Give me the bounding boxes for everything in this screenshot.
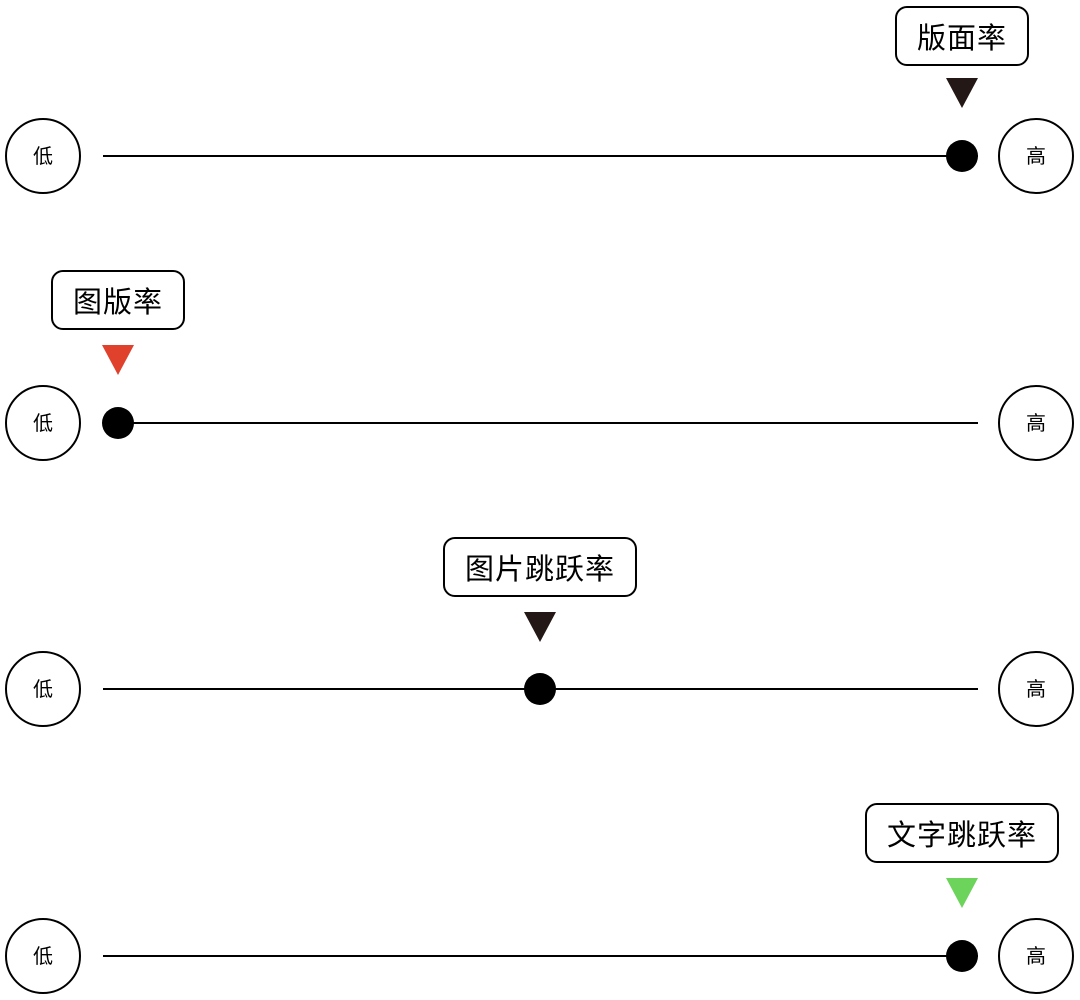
low-end-circle: 低 xyxy=(5,385,81,461)
label-tag: 文字跳跃率 xyxy=(864,803,1060,863)
low-end-circle: 低 xyxy=(5,118,81,194)
scale-track xyxy=(103,155,978,157)
low-label: 低 xyxy=(33,677,53,701)
label-tag: 图版率 xyxy=(50,270,186,330)
high-end-circle: 高 xyxy=(998,651,1074,727)
label-tag: 版面率 xyxy=(894,6,1030,66)
scale-track xyxy=(103,955,978,957)
level-marker-dot xyxy=(946,140,978,172)
low-label: 低 xyxy=(33,411,53,435)
high-label: 高 xyxy=(1026,944,1046,968)
label-text: 版面率 xyxy=(916,21,1008,55)
pointer-triangle-icon xyxy=(946,78,978,108)
label-text: 图版率 xyxy=(72,285,164,319)
level-marker-dot xyxy=(524,673,556,705)
high-label: 高 xyxy=(1026,144,1046,168)
high-label: 高 xyxy=(1026,677,1046,701)
pointer-triangle-icon xyxy=(524,612,556,642)
pointer-triangle-icon xyxy=(102,345,134,375)
label-tag: 图片跳跃率 xyxy=(442,537,638,597)
high-end-circle: 高 xyxy=(998,918,1074,994)
low-label: 低 xyxy=(33,144,53,168)
low-end-circle: 低 xyxy=(5,918,81,994)
scale-row-text-jump-rate: 文字跳跃率 低 高 xyxy=(0,733,1080,1000)
scale-row-image-rate: 图版率 低 高 xyxy=(0,267,1080,534)
pointer-triangle-icon xyxy=(946,878,978,908)
level-marker-dot xyxy=(946,940,978,972)
scale-track xyxy=(103,422,978,424)
high-label: 高 xyxy=(1026,411,1046,435)
level-marker-dot xyxy=(102,407,134,439)
low-end-circle: 低 xyxy=(5,651,81,727)
low-label: 低 xyxy=(33,944,53,968)
high-end-circle: 高 xyxy=(998,118,1074,194)
high-end-circle: 高 xyxy=(998,385,1074,461)
label-text: 图片跳跃率 xyxy=(464,552,616,586)
label-text: 文字跳跃率 xyxy=(886,818,1038,852)
scale-row-layout-rate: 版面率 低 高 xyxy=(0,0,1080,267)
scale-row-image-jump-rate: 图片跳跃率 低 高 xyxy=(0,534,1080,801)
